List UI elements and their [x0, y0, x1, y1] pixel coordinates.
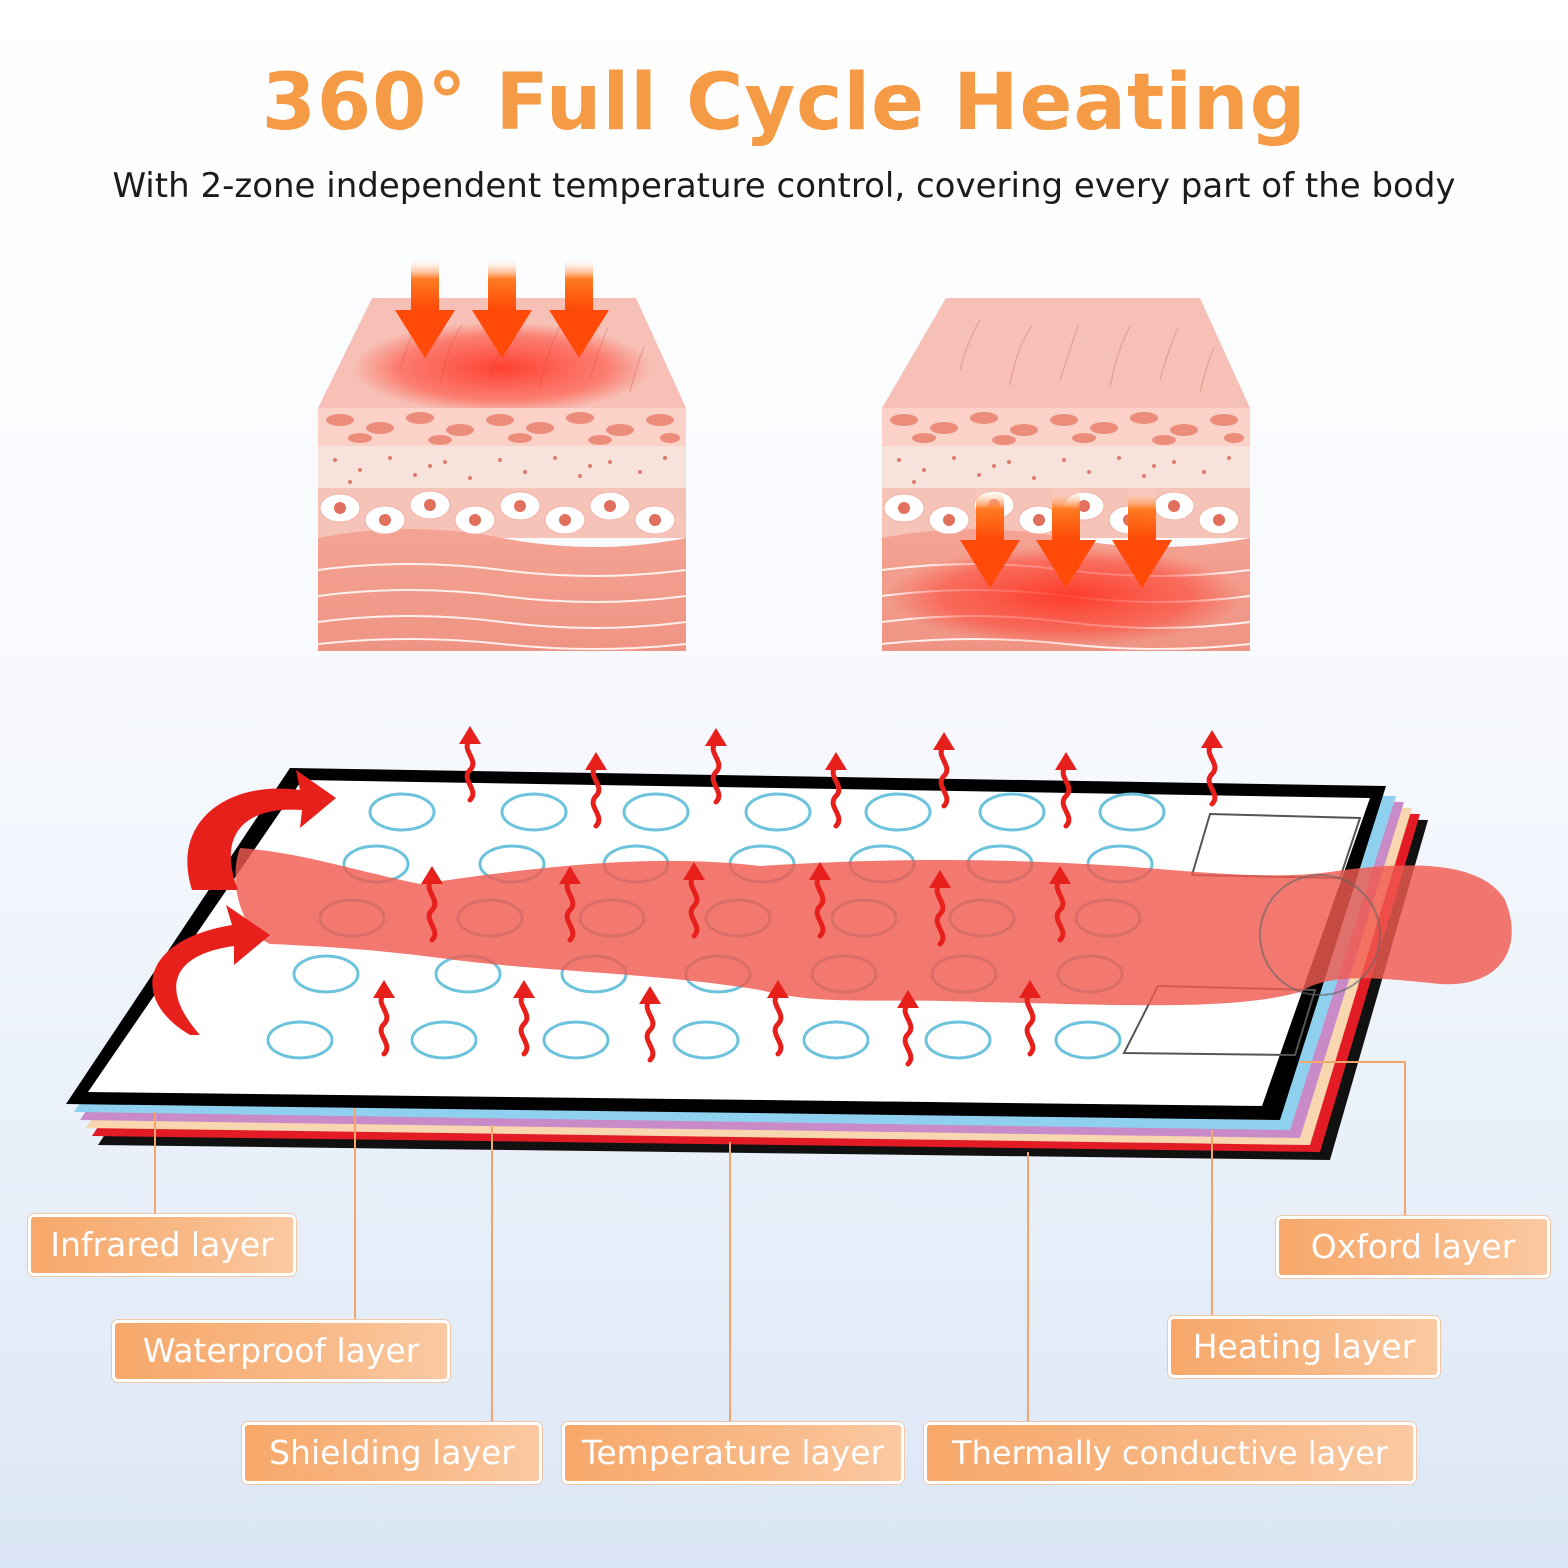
heat-arrow-icon	[395, 258, 609, 358]
heat-arrow-icon	[960, 488, 1172, 588]
label-thermally-conductive-layer: Thermally conductive layer	[924, 1422, 1416, 1484]
infrared-ring	[292, 954, 360, 994]
infrared-ring	[622, 792, 690, 832]
infrared-ring	[744, 792, 812, 832]
skin-cross-section-left	[317, 258, 687, 651]
label-temperature-layer: Temperature layer	[562, 1422, 904, 1484]
head-outline	[1259, 874, 1381, 996]
label-heating-layer: Heating layer	[1168, 1316, 1440, 1378]
label-waterproof-layer: Waterproof layer	[112, 1320, 450, 1382]
curved-arrow-icon	[152, 770, 336, 1035]
leader-lines	[154, 1061, 1406, 1424]
label-oxford-layer: Oxford layer	[1276, 1216, 1550, 1278]
infrared-ring	[1054, 1020, 1122, 1060]
infrared-ring	[1098, 792, 1166, 832]
human-body-silhouette-icon	[235, 848, 1512, 1006]
infrared-ring	[410, 1020, 478, 1060]
infrared-ring	[978, 792, 1046, 832]
infrared-ring	[500, 792, 568, 832]
infrared-ring	[924, 1020, 992, 1060]
infrared-ring	[542, 1020, 610, 1060]
infrared-ring	[864, 792, 932, 832]
label-infrared-layer: Infrared layer	[28, 1214, 296, 1276]
skin-cross-section-right	[881, 298, 1251, 651]
label-shielding-layer: Shielding layer	[242, 1422, 542, 1484]
infrared-ring	[802, 1020, 870, 1060]
page-title: 360° Full Cycle Heating	[261, 58, 1307, 148]
infrared-ring	[266, 1020, 334, 1060]
infrared-ring	[672, 1020, 740, 1060]
infrared-ring	[368, 792, 436, 832]
page-subtitle: With 2-zone independent temperature cont…	[112, 166, 1456, 206]
